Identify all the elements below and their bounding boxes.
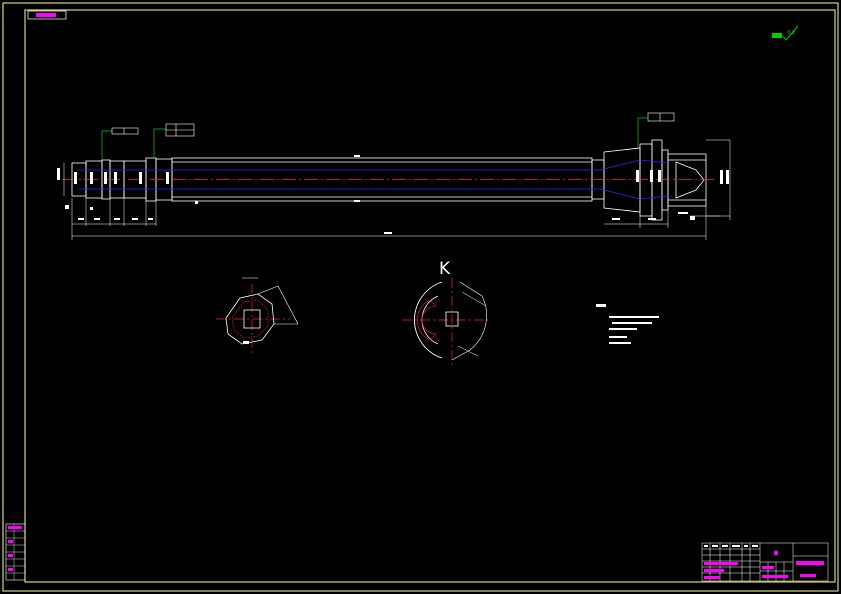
dimension-text-marks bbox=[57, 155, 729, 234]
title-block bbox=[701, 542, 829, 582]
geometric-tolerance-leaders bbox=[101, 117, 648, 160]
title-block-small-text bbox=[704, 545, 758, 547]
inner-frame bbox=[24, 9, 836, 583]
dimension-lines bbox=[63, 139, 731, 240]
roughness-value: 3.2 bbox=[787, 30, 795, 36]
revision-strip bbox=[5, 523, 26, 581]
drawing-number-tag bbox=[27, 10, 67, 20]
roughness-symbol: 3.2 bbox=[772, 25, 799, 41]
title-block-entries bbox=[704, 551, 824, 579]
technical-notes bbox=[596, 304, 659, 344]
hidden-bore-lines bbox=[78, 159, 669, 200]
datum-markers bbox=[65, 201, 695, 220]
cross-section-view bbox=[216, 277, 299, 354]
tolerance-frames bbox=[111, 112, 675, 137]
detail-view-k: K bbox=[402, 259, 488, 366]
section-letter-label: K bbox=[439, 259, 451, 279]
